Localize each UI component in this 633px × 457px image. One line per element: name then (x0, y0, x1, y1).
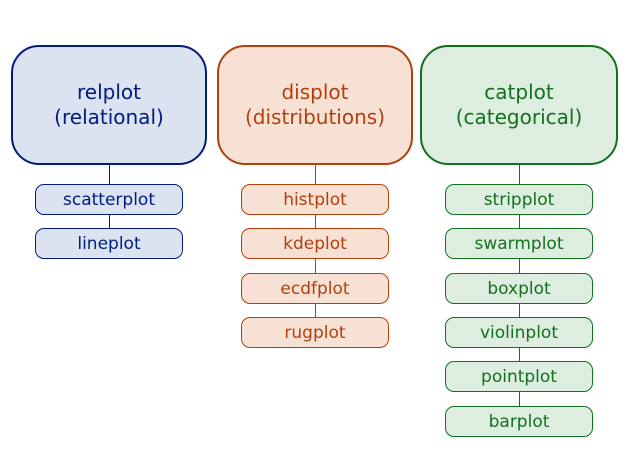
child-box-ecdfplot: ecdfplot (241, 273, 389, 304)
connector-line (519, 215, 520, 228)
parent-subtitle-relplot: (relational) (54, 105, 164, 129)
parent-subtitle-displot: (distributions) (245, 105, 385, 129)
child-label: violinplot (480, 322, 558, 343)
column-categorical: catplot (categorical) stripplot swarmplo… (420, 0, 618, 457)
child-label: boxplot (487, 278, 551, 299)
parent-title-catplot: catplot (484, 80, 554, 104)
parent-box-relplot: relplot (relational) (11, 45, 207, 165)
child-box-pointplot: pointplot (445, 361, 593, 392)
child-label: histplot (283, 189, 347, 210)
connector-line (109, 165, 110, 184)
child-box-stripplot: stripplot (445, 184, 593, 215)
child-label: ecdfplot (280, 278, 350, 299)
child-box-barplot: barplot (445, 406, 593, 437)
connector-line (315, 215, 316, 228)
parent-subtitle-catplot: (categorical) (455, 105, 583, 129)
parent-box-displot: displot (distributions) (217, 45, 413, 165)
child-label: barplot (488, 411, 550, 432)
connector-line (109, 215, 110, 228)
connector-line (315, 259, 316, 273)
child-box-violinplot: violinplot (445, 317, 593, 348)
parent-title-relplot: relplot (77, 80, 141, 104)
child-label: kdeplot (283, 233, 347, 254)
child-box-histplot: histplot (241, 184, 389, 215)
child-label: stripplot (483, 189, 555, 210)
child-label: lineplot (77, 233, 141, 254)
column-relational: relplot (relational) scatterplot lineplo… (11, 0, 207, 457)
connector-line (519, 348, 520, 361)
child-label: scatterplot (63, 189, 155, 210)
column-distributions: displot (distributions) histplot kdeplot… (217, 0, 413, 457)
connector-line (519, 392, 520, 406)
child-box-lineplot: lineplot (35, 228, 183, 259)
connector-line (519, 259, 520, 273)
child-box-rugplot: rugplot (241, 317, 389, 348)
parent-box-catplot: catplot (categorical) (420, 45, 618, 165)
child-box-kdeplot: kdeplot (241, 228, 389, 259)
parent-title-displot: displot (281, 80, 349, 104)
connector-line (519, 304, 520, 317)
child-label: swarmplot (474, 233, 564, 254)
child-box-boxplot: boxplot (445, 273, 593, 304)
child-label: rugplot (284, 322, 346, 343)
connector-line (315, 165, 316, 184)
connector-line (519, 165, 520, 184)
child-box-swarmplot: swarmplot (445, 228, 593, 259)
child-label: pointplot (481, 366, 557, 387)
connector-line (315, 304, 316, 317)
child-box-scatterplot: scatterplot (35, 184, 183, 215)
